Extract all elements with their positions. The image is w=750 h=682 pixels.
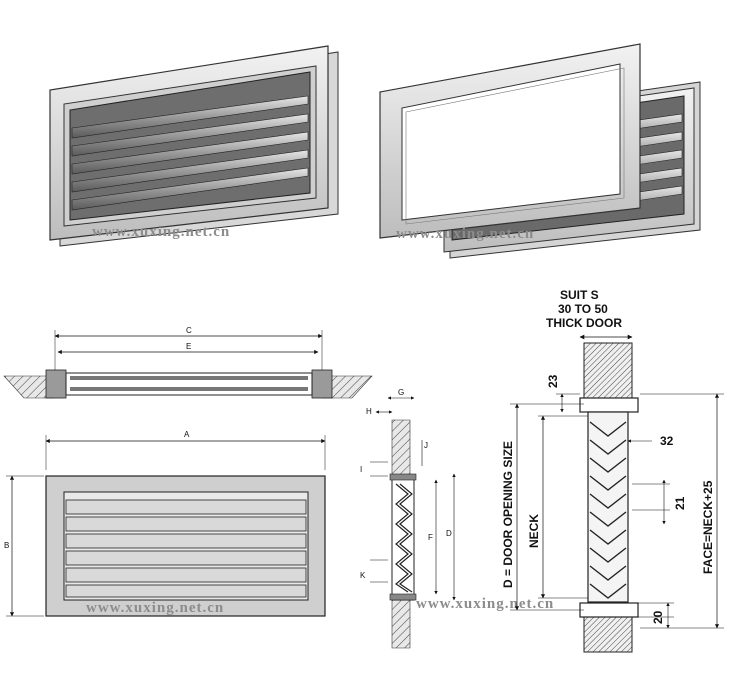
- dim-label-c: C: [186, 326, 192, 335]
- chevron-blades: [589, 421, 627, 599]
- dim-label-k: K: [360, 571, 366, 580]
- dim-32: 32: [660, 434, 674, 448]
- dim-20: 20: [651, 610, 665, 624]
- watermark-2: www.xuxing.net.cn: [396, 226, 534, 242]
- front-elevation-view: A B www.xuxing.net.cn: [4, 430, 326, 617]
- dim-label-b: B: [4, 541, 9, 550]
- watermark-4: www.xuxing.net.cn: [416, 596, 554, 612]
- label-face: FACE=NECK+25: [701, 480, 715, 574]
- dim-21: 21: [673, 496, 687, 510]
- label-neck: NECK: [527, 514, 541, 548]
- watermark-1: www.xuxing.net.cn: [92, 224, 230, 240]
- suits-line-3: THICK DOOR: [546, 316, 622, 330]
- dim-label-j: J: [424, 441, 428, 450]
- suits-line-1: SUIT S: [560, 288, 599, 302]
- dim-23: 23: [546, 374, 560, 388]
- dim-label-i: I: [360, 465, 362, 474]
- dim-label-h: H: [366, 407, 372, 416]
- dim-label-g: G: [398, 388, 404, 397]
- dim-label-d: D: [446, 529, 452, 538]
- grille-3d-assembled: www.xuxing.net.cn: [49, 45, 339, 247]
- label-door-opening: D = DOOR OPENING SIZE: [501, 441, 515, 588]
- front-blades: [65, 499, 307, 598]
- grille-3d-exploded: www.xuxing.net.cn: [379, 43, 701, 259]
- suits-line-2: 30 TO 50: [558, 302, 608, 316]
- front-section-view: C E: [3, 326, 373, 399]
- dim-label-e: E: [186, 342, 191, 351]
- dim-label-a: A: [184, 430, 190, 439]
- watermark-3: www.xuxing.net.cn: [86, 600, 224, 616]
- door-section-detail: SUIT S 30 TO 50 THICK DOOR 23 32: [501, 288, 724, 653]
- side-section-view: G H J I F D K www.xuxing.net.cn: [360, 388, 554, 649]
- dim-label-f: F: [428, 533, 433, 542]
- blades-3d-assembled: [71, 95, 309, 211]
